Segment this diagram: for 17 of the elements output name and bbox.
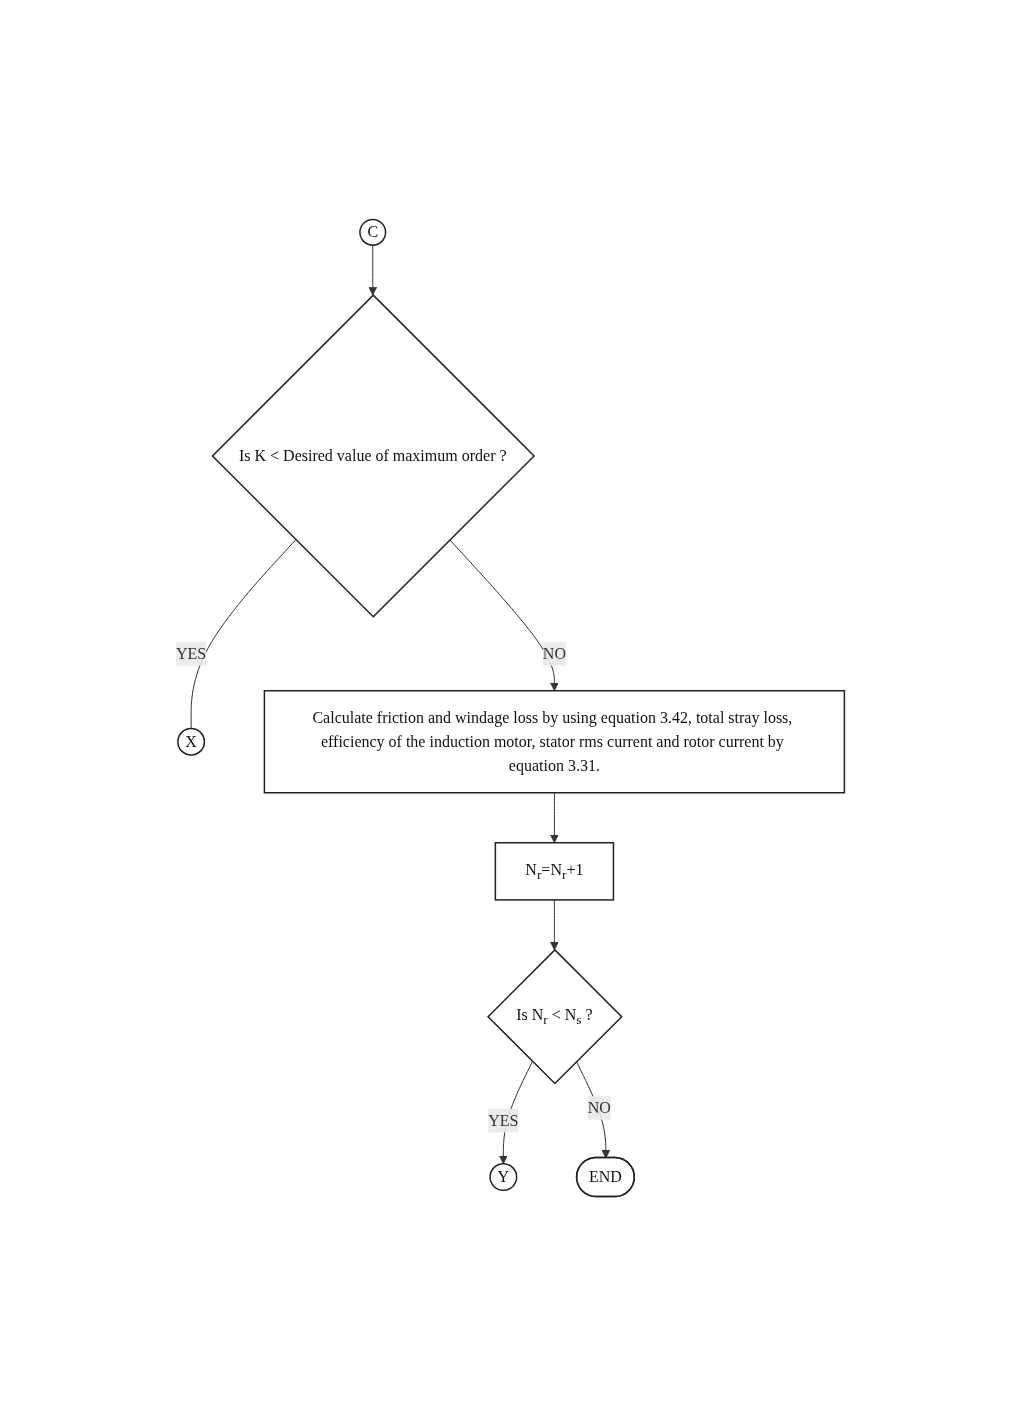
connector — [190, 539, 297, 729]
node-circle: C — [358, 218, 387, 246]
node-diamond: Is K < Desired value of maximum order ? — [211, 294, 535, 618]
edge-label: YES — [175, 644, 207, 662]
node-circle: Y — [489, 1163, 518, 1192]
arrow — [549, 899, 559, 951]
arrow — [575, 1061, 611, 1159]
node-box: Calculate friction and windage loss by using equation 3.42, total stray loss, efficiency of the induction motor, stator rms current and rotor current by equation 3.31. — [263, 690, 845, 794]
arrow — [449, 539, 559, 692]
arrow — [368, 244, 377, 296]
edge-label: NO — [587, 1098, 611, 1116]
node-circle: X — [176, 727, 205, 756]
edge-label: NO — [542, 644, 566, 662]
arrow — [549, 792, 559, 844]
node-box: N$_{r}$=N$_{r}$+1 — [494, 842, 614, 901]
edge-label: YES — [488, 1111, 519, 1129]
node-diamond: Is N$_{r}$ < N$_{s}$ ? — [486, 948, 623, 1085]
